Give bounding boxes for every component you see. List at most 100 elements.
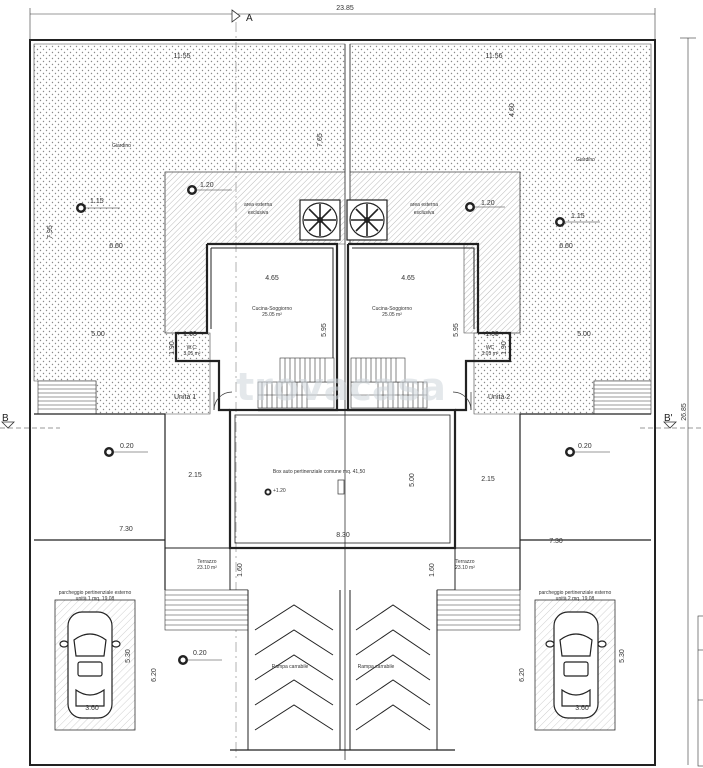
fan-unit-right (346, 199, 388, 241)
dim-garage-depth: 5.00 (409, 473, 416, 487)
dim-parking-w-left: 3.60 (85, 705, 99, 712)
wc-left-label: W.C. (187, 345, 198, 351)
front-steps-left (164, 589, 249, 631)
fan-unit-left (299, 199, 341, 241)
parking-right-label-1: parcheggio pertinenziale esterno (539, 590, 612, 596)
level-side-left: 0.20 (120, 443, 134, 450)
door-unit-2 (452, 391, 472, 411)
wc-right-label: WC (486, 345, 495, 351)
dim-side-strip-right: 7.30 (549, 538, 563, 545)
kitchen-right-label: Cucina-Soggiorno (372, 306, 412, 312)
section-b-prime-label: B' (664, 413, 673, 424)
garage-box-inner (234, 414, 451, 544)
wc-right-area: 3.05 m² (482, 351, 499, 357)
area-esterna-left-1: area esterna (244, 202, 272, 208)
terrace-right (437, 547, 520, 591)
terrace-left-area: 23.10 m² (197, 565, 217, 571)
level-marker-side-left: 0.20 (104, 443, 148, 457)
door-unit-1 (213, 391, 233, 411)
level-garden-left: 1.15 (90, 198, 104, 205)
side-steps-right (593, 380, 652, 415)
dim-terrace-d-right: 1.60 (429, 563, 436, 577)
level-marker-garage: +1.20 (264, 488, 286, 496)
area-esterna-left-2: esclusiva (248, 210, 269, 216)
wc-left-area: 3.05 m² (184, 351, 201, 357)
dim-ramp-d-left: 6.20 (151, 668, 158, 682)
section-marker-b-right: B' (640, 413, 703, 429)
dim-side-left: 5.00 (91, 331, 105, 338)
level-front: 0.20 (193, 650, 207, 657)
ramp-right (349, 590, 438, 750)
dim-terrace-w-right: 2.15 (481, 476, 495, 483)
stair-left (257, 357, 335, 409)
unit-1-label: Unità 1 (174, 394, 196, 401)
parking-left-label-2: unità 1 mq. 19,08 (76, 596, 115, 602)
dim-wc-d-right: 1.90 (501, 341, 508, 355)
kitchen-left-label: Cucina-Soggiorno (252, 306, 292, 312)
unit-2-label: Unità 2 (488, 394, 510, 401)
house-walls-inner (210, 247, 475, 406)
dim-terrace-w-left: 2.15 (188, 472, 202, 479)
right-dimension-line (680, 37, 696, 765)
car-icon-right (545, 611, 607, 719)
dim-kitchen-d-right: 5.95 (453, 323, 460, 337)
top-dimension-line (29, 8, 656, 40)
garage-label: Box auto pertinenziale comune mq. 41,50 (273, 469, 365, 475)
lower-level-walls (34, 413, 651, 590)
dim-side-strip-left: 7.30 (119, 526, 133, 533)
level-marker-garden-left: 1.15 (76, 198, 120, 213)
level-side-right: 0.20 (578, 443, 592, 450)
ramp-right-label: Rampa carrabile (358, 664, 395, 670)
ramp-left (247, 590, 341, 750)
car-icon-left (59, 611, 121, 719)
level-area-left: 1.20 (200, 182, 214, 189)
terrace-right-area: 23.10 m² (455, 565, 475, 571)
dim-kitchen-w-left: 4.65 (265, 275, 279, 282)
dim-parking-d-right: 5.30 (619, 649, 626, 663)
level-marker-area-right: 1.20 (465, 200, 505, 212)
level-garage: +1.20 (273, 488, 286, 494)
area-esterna-right-1: area esterna (410, 202, 438, 208)
lot-boundary (29, 39, 656, 766)
level-marker-area-left: 1.20 (187, 182, 232, 195)
dim-garden-d-left: 7.65 (317, 133, 324, 147)
level-marker-front: 0.20 (178, 650, 222, 665)
garage-column (337, 479, 345, 495)
parking-left-label-1: parcheggio pertinenziale esterno (59, 590, 132, 596)
kitchen-right-area: 25.05 m² (382, 312, 402, 318)
area-esterna-right-2: esclusiva (414, 210, 435, 216)
dim-garage-width: 8.30 (336, 532, 350, 539)
stair-right (350, 357, 428, 409)
garden-right-label: Giardino (576, 157, 595, 163)
dim-wc-w-left: 1.60 (183, 331, 197, 338)
dim-garden-side-right: 6.60 (559, 243, 573, 250)
section-marker-b-left: B (0, 413, 60, 429)
section-a-label: A (246, 13, 253, 24)
side-steps-left (37, 380, 97, 415)
ramp-left-label: Rampa carrabile (272, 664, 309, 670)
garage-box (228, 408, 457, 550)
parking-right-label-2: unità 2 mq. 19,08 (556, 596, 595, 602)
dim-garden-d-right: 4.60 (509, 103, 516, 117)
section-marker-a: A (231, 9, 253, 24)
dim-garden-side-left: 6.60 (109, 243, 123, 250)
level-garden-right: 1.15 (571, 213, 585, 220)
dim-kitchen-d-left: 5.95 (321, 323, 328, 337)
level-area-right: 1.20 (481, 200, 495, 207)
level-marker-garden-right: 1.15 (555, 213, 600, 227)
dim-wc-d-left: 1.90 (169, 341, 176, 355)
dim-garden-w-left: 11.55 (174, 53, 191, 60)
watermark: trovacasa (236, 365, 446, 409)
section-b-label: B (2, 413, 9, 424)
dim-parking-d-left: 5.30 (125, 649, 132, 663)
total-depth-label: 26.85 (681, 403, 688, 421)
front-steps-right (436, 589, 521, 631)
terrace-right-label: Terrazzo (455, 559, 474, 565)
dim-side-depth: 7.95 (47, 225, 54, 239)
garden-left-label: Giardino (112, 143, 131, 149)
dim-wc-w-right: 1.60 (485, 331, 499, 338)
dim-garden-w-right: 11.56 (486, 53, 503, 60)
dim-terrace-d-left: 1.60 (237, 563, 244, 577)
total-width-label: 23.85 (336, 5, 354, 12)
